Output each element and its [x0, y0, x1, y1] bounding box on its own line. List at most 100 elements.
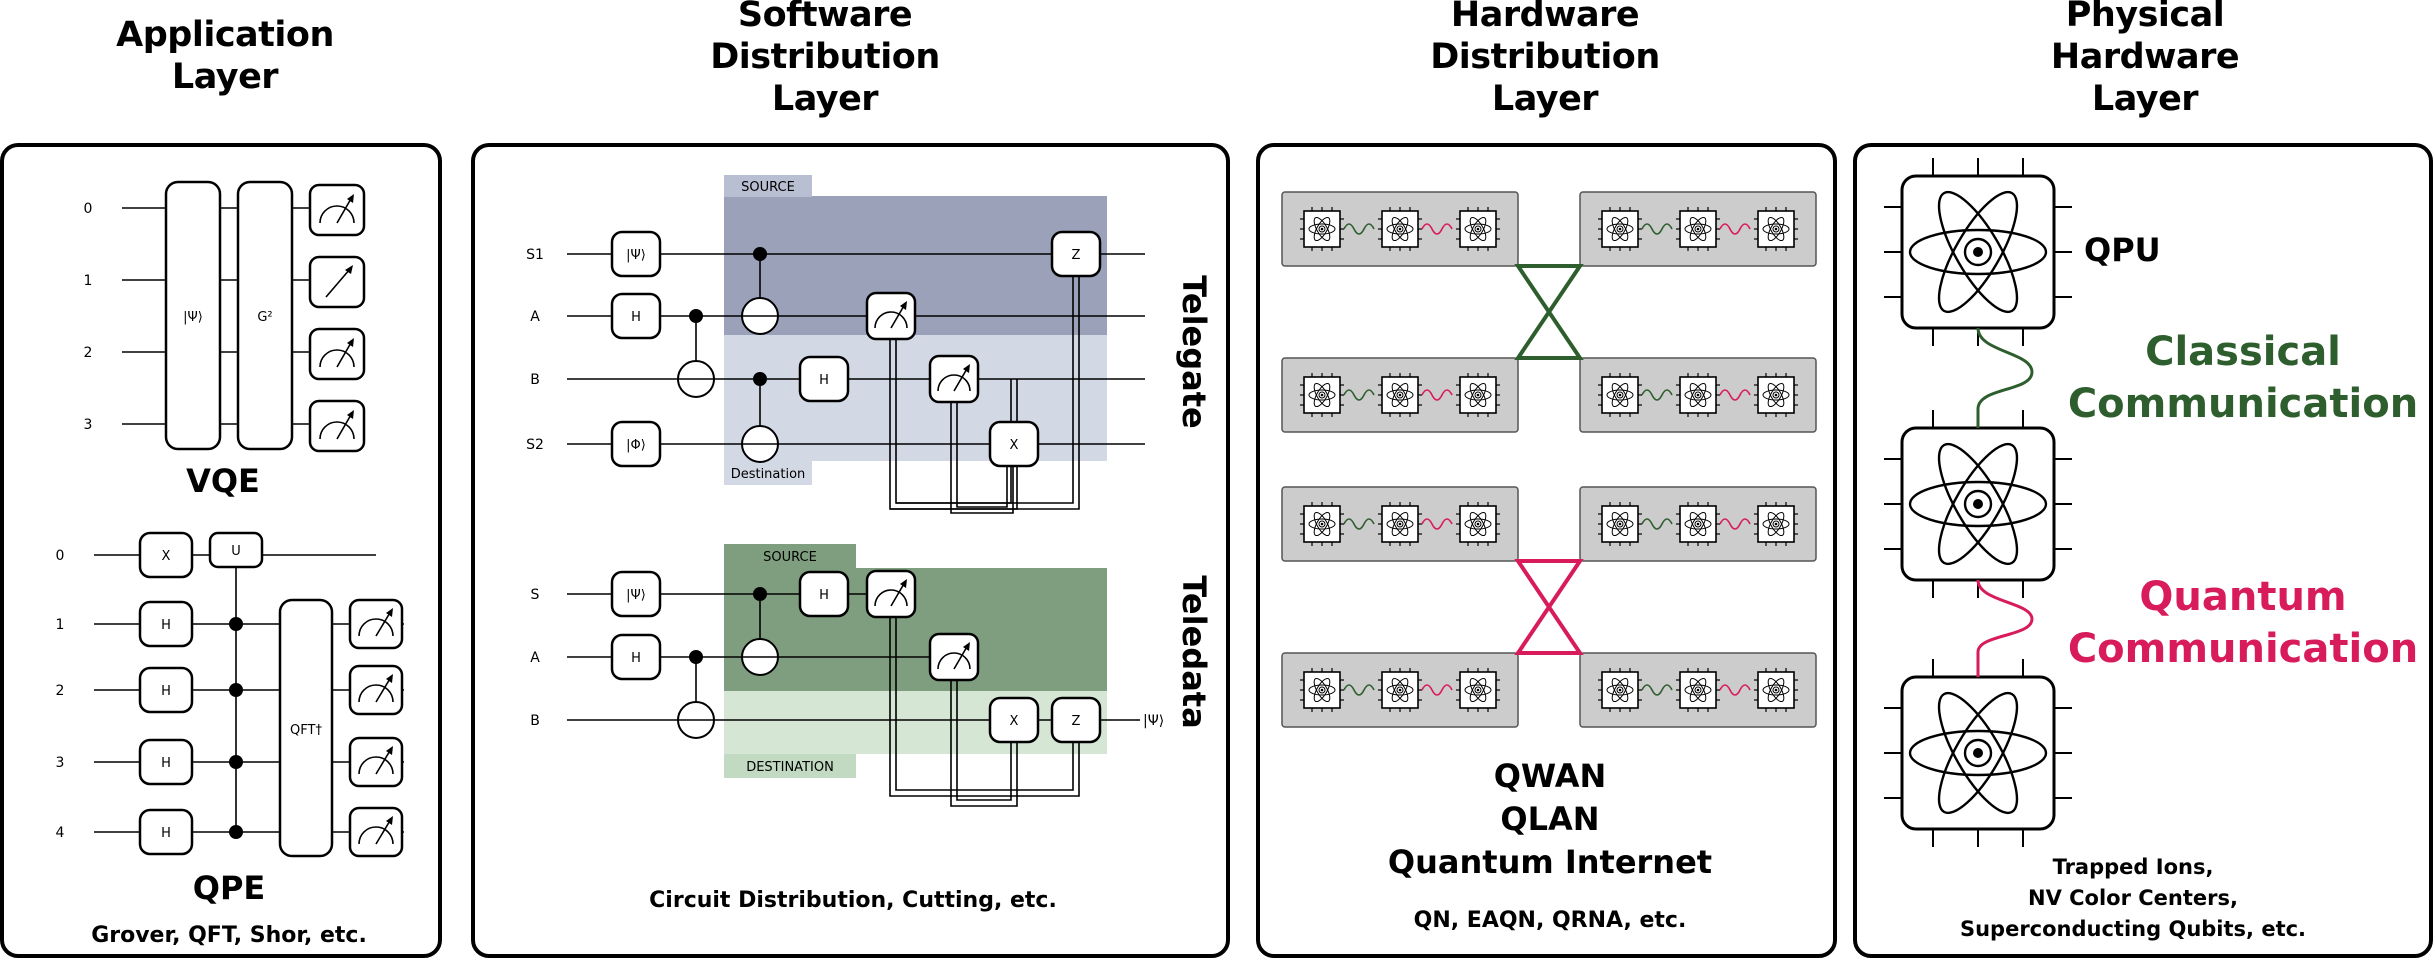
measurement-icon [865, 291, 917, 341]
measurement-icon [308, 327, 366, 381]
control-dot [229, 617, 243, 631]
qpu-label: QPU [2084, 231, 2161, 269]
svg-text:Destination: Destination [731, 467, 806, 482]
svg-text:G²: G² [257, 310, 272, 325]
quantum-node [1282, 358, 1518, 432]
hardware-layer-title: Hardware Distribution Layer [1430, 0, 1660, 119]
teledata-x-gate [988, 696, 1040, 744]
svg-text:Z: Z [1072, 248, 1081, 263]
physical-caption: Trapped Ions, [2053, 855, 2214, 879]
hardware-panel: QWAN QLAN Quantum Internet QN, EAQN, QRN… [1256, 143, 1837, 958]
application-diagram: 0 1 2 3 |Ψ⟩ G² VQE 0 1 2 3 4 [56, 180, 404, 948]
control-dot [689, 309, 703, 323]
teledata-qubit-label: A [530, 650, 540, 666]
hardware-diagram: QWAN QLAN Quantum Internet QN, EAQN, QRN… [1260, 147, 1841, 933]
qpu-icon [1882, 657, 2074, 849]
measurement-icon [928, 632, 980, 682]
telegate-destination-region [724, 335, 1107, 461]
svg-text:SOURCE: SOURCE [741, 180, 795, 195]
software-panel: SOURCE Destination S1 A B S2 |Ψ⟩ H |Φ⟩ [471, 143, 1230, 958]
teledata-output-state: |Ψ⟩ [1143, 713, 1164, 729]
svg-text:|Φ⟩: |Φ⟩ [626, 438, 646, 453]
vqe-label: VQE [186, 462, 260, 500]
application-layer-title: Application Layer [116, 15, 334, 97]
control-dot [753, 587, 767, 601]
svg-text:|Ψ⟩: |Ψ⟩ [626, 588, 646, 603]
vqe-qubit-label: 3 [84, 417, 93, 433]
control-dot [753, 247, 767, 261]
qpu-icon [1882, 156, 2074, 348]
qpe-qubit-label: 2 [56, 683, 65, 699]
svg-text:|Ψ⟩: |Ψ⟩ [183, 310, 203, 325]
teledata-destination-tag [724, 754, 856, 778]
svg-text:X: X [162, 549, 171, 564]
measurement-icon [308, 399, 366, 453]
quantum-node [1580, 192, 1816, 266]
qpe-qft-inverse-gate [278, 598, 334, 858]
telegate-h-gate [798, 355, 850, 403]
software-layer-title: Software Distribution Layer [710, 0, 940, 119]
svg-text:H: H [819, 373, 829, 388]
hardware-caption: QN, EAQN, QRNA, etc. [1414, 908, 1687, 933]
quantum-node [1580, 358, 1816, 432]
svg-text:|Ψ⟩: |Ψ⟩ [626, 248, 646, 263]
physical-caption: Superconducting Qubits, etc. [1960, 917, 2306, 941]
teledata-qubit-label: S [531, 587, 540, 603]
network-label: QLAN [1500, 800, 1599, 838]
telegate-circuit: SOURCE Destination S1 A B S2 |Ψ⟩ H |Φ⟩ [526, 175, 1213, 514]
vqe-qubit-label: 0 [84, 201, 93, 217]
telegate-x-gate [988, 420, 1040, 468]
quantum-node [1580, 487, 1816, 561]
classical-link [1514, 264, 1584, 360]
svg-text:Z: Z [1072, 714, 1081, 729]
telegate-qubit-label: S2 [526, 437, 544, 453]
teledata-h-gate [798, 570, 850, 618]
teledata-source-tag [724, 544, 856, 568]
measurement-icon [928, 354, 980, 404]
svg-text:H: H [161, 684, 171, 699]
physical-panel: QPU Classical Communication Quantum Comm… [1853, 143, 2433, 958]
application-panel: 0 1 2 3 |Ψ⟩ G² VQE 0 1 2 3 4 [0, 143, 442, 958]
teledata-h-gate [610, 633, 662, 681]
svg-text:H: H [819, 588, 829, 603]
telegate-destination-tag [724, 461, 812, 485]
qpe-controlled-unitary-gate [208, 531, 264, 569]
qpe-x-gate [138, 531, 194, 579]
svg-text:H: H [631, 310, 641, 325]
telegate-psi-gate [610, 230, 662, 278]
svg-text:H: H [161, 826, 171, 841]
quantum-node [1282, 653, 1518, 727]
control-dot [229, 683, 243, 697]
quantum-communication-link [1976, 579, 2034, 677]
svg-text:H: H [161, 756, 171, 771]
quantum-node [1580, 653, 1816, 727]
svg-text:X: X [1010, 438, 1019, 453]
physical-diagram: QPU Classical Communication Quantum Comm… [1882, 156, 2418, 941]
measurement-icon [348, 806, 404, 858]
telegate-h-gate [610, 292, 662, 340]
qpe-qubit-label: 3 [56, 755, 65, 771]
telegate-qubit-label: S1 [526, 247, 544, 263]
quantum-link [1514, 559, 1584, 655]
measurement-icon [348, 598, 404, 650]
svg-text:SOURCE: SOURCE [763, 550, 817, 565]
software-caption: Circuit Distribution, Cutting, etc. [649, 888, 1057, 913]
teledata-label: Teledata [1175, 575, 1213, 728]
network-label: Quantum Internet [1388, 843, 1712, 881]
control-dot [753, 372, 767, 386]
svg-text:H: H [631, 651, 641, 666]
qpe-qubit-label: 1 [56, 617, 65, 633]
teledata-qubit-label: B [530, 713, 540, 729]
measurement-icon [348, 664, 404, 716]
svg-text:X: X [1010, 714, 1019, 729]
teledata-psi-gate [610, 570, 662, 618]
qpe-qubit-label: 0 [56, 548, 65, 564]
telegate-qubit-label: B [530, 372, 540, 388]
vqe-state-gate [164, 180, 222, 451]
telegate-z-gate [1050, 230, 1102, 278]
telegate-source-tag [724, 175, 812, 197]
control-dot [229, 825, 243, 839]
vqe-circuit: 0 1 2 3 |Ψ⟩ G² VQE [84, 180, 366, 500]
svg-text:U: U [231, 544, 241, 559]
quantum-communication-label: Communication [2068, 626, 2418, 672]
